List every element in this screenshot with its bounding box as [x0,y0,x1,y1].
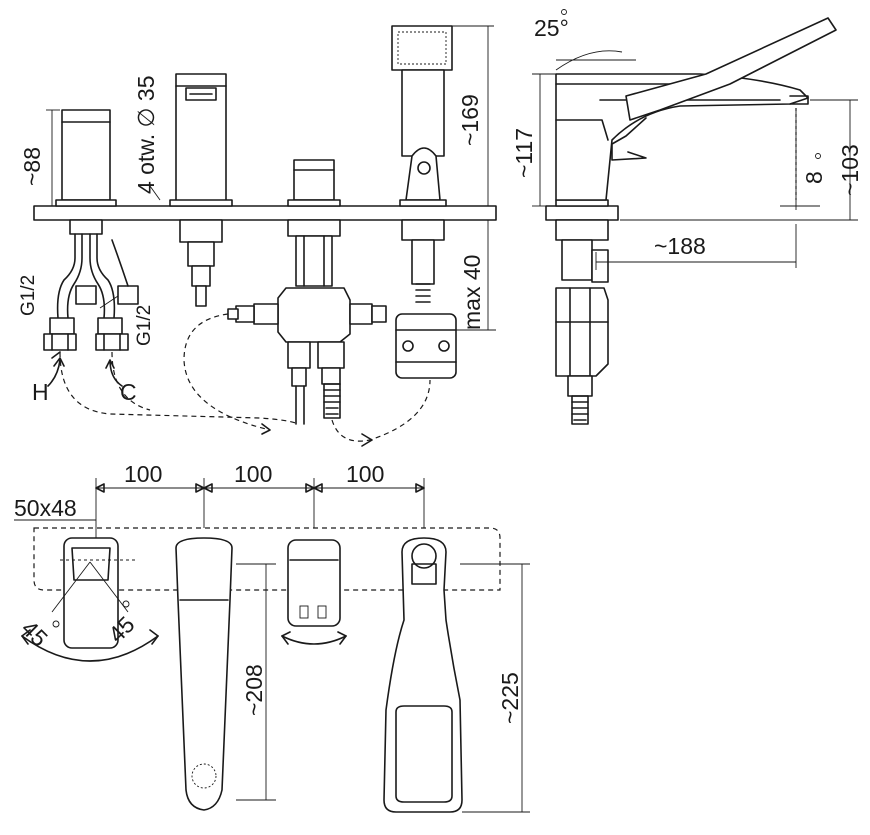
label-hot: H [32,379,49,405]
dim-spout-reach: ~188 [654,233,706,259]
supply-hoses [43,219,139,351]
mixer-handle-body [55,109,117,207]
dim-spout-angle: 25° [534,15,569,41]
dim-top-shower-length: ~225 [497,672,523,724]
dim-max-deck: max 40 [459,255,485,330]
deck-plate [33,205,497,221]
dim-spout-height: ~117 [511,128,537,178]
label-cold: C [120,379,137,405]
label-thread-left: G1/2 [18,275,39,316]
top-view: 100 100 100 50x48 45 45 ~208 [14,461,530,813]
dim-shower-head-height: ~169 [457,94,483,146]
hand-shower [391,25,457,379]
dim-hole-note: 4 otw. ∅ 35 [133,76,159,195]
side-elevation: 25° ~117 ~103 8 ~188 [511,9,863,425]
spout-top: ~208 [175,537,276,811]
dim-rosette: 50x48 [14,495,77,521]
dim-spacing-1: 100 [124,461,162,487]
dim-height-mixer: ~88 [19,147,45,186]
front-dimension-lines [46,25,496,331]
shower-lever-profile [625,17,837,121]
dim-spout-tip-gap: 8 [801,171,827,184]
front-elevation: ~88 4 otw. ∅ 35 ~169 max 40 G1/2 G1/2 H … [18,25,497,447]
dim-rotation-left: 45 [16,615,52,651]
thermostatic-valve [227,159,387,425]
dim-spacing-3: 100 [346,461,384,487]
deck-outline-dashed [33,527,501,591]
shower-lever-top: ~225 [383,537,530,813]
dim-top-spout-length: ~208 [241,664,267,716]
thermostat-knob-top [281,539,347,645]
spout-body [169,73,233,307]
mixer-lever-top: 45 45 [16,537,159,662]
dim-spacing-2: 100 [234,461,272,487]
hot-arrow-icon [47,357,65,387]
label-thread-right: G1/2 [134,305,155,346]
connection-hoses-dashed [51,313,431,447]
dim-spout-tip-height: ~103 [837,144,863,196]
cold-arrow-icon [105,359,123,387]
